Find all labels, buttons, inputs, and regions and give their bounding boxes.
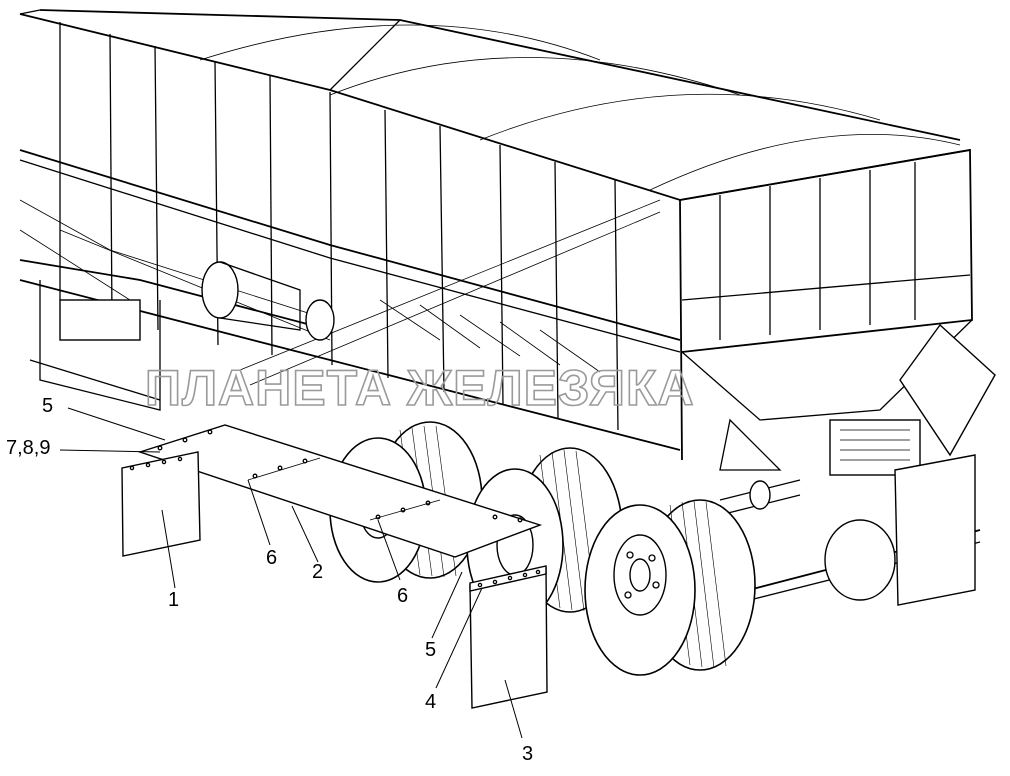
callout-3: 3 — [522, 743, 533, 765]
callout-5-low: 5 — [425, 639, 436, 661]
fender-panel — [137, 424, 543, 558]
callout-6-left: 6 — [266, 547, 277, 569]
fender-bolt-holes — [157, 429, 523, 523]
callout-4: 4 — [425, 691, 436, 713]
cargo-body-frame — [19, 9, 996, 461]
mudguard-assembly — [121, 424, 548, 709]
callout-7-8-9: 7,8,9 — [6, 437, 50, 459]
leader-lines — [59, 407, 523, 739]
callout-labels: 5 7,8,9 6 2 1 6 5 4 3 — [6, 395, 533, 765]
mudflap-front — [121, 451, 201, 557]
callout-6-mid: 6 — [397, 585, 408, 607]
watermark-text: ПЛАНЕТА ЖЕЛЕЗЯКА — [145, 360, 695, 416]
callout-5-top: 5 — [42, 395, 53, 417]
callout-1: 1 — [168, 589, 179, 611]
callout-2: 2 — [312, 561, 323, 583]
